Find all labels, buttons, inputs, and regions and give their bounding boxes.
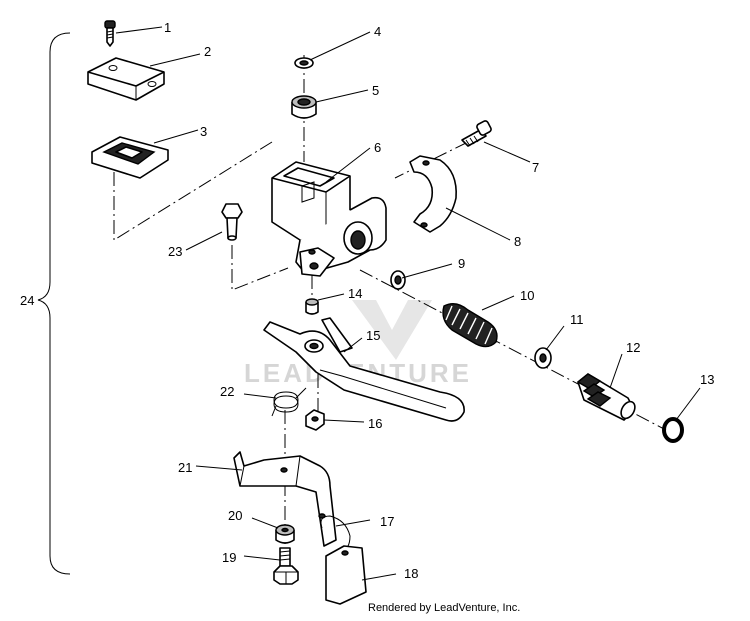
callout-13: 13 (700, 372, 714, 387)
bushing-part-5 (291, 95, 317, 119)
callout-8: 8 (514, 234, 521, 249)
callout-6: 6 (374, 140, 381, 155)
callout-7: 7 (532, 160, 539, 175)
master-cylinder-body-part-6 (271, 161, 387, 277)
brake-lever-part-15 (263, 317, 465, 422)
callout-numbers: 1 2 3 4 5 6 7 8 9 10 11 12 13 14 15 16 1… (20, 20, 714, 581)
callout-12: 12 (626, 340, 640, 355)
pivot-bolt-part-23 (221, 203, 243, 241)
spring-part-22 (271, 387, 307, 417)
callout-15: 15 (366, 328, 380, 343)
switch-bracket-part-21 (233, 451, 337, 547)
callout-17: 17 (380, 514, 394, 529)
callout-18: 18 (404, 566, 418, 581)
callout-14: 14 (348, 286, 362, 301)
callout-16: 16 (368, 416, 382, 431)
piston-part-12 (576, 373, 636, 421)
callout-3: 3 (200, 124, 207, 139)
callout-11: 11 (570, 312, 584, 327)
pivot-bushing-part-14 (305, 298, 319, 315)
handlebar-clamp-part-8 (409, 155, 457, 233)
leader-lines (115, 26, 701, 581)
callout-2: 2 (204, 44, 211, 59)
callout-1: 1 (164, 20, 171, 35)
callout-24: 24 (20, 293, 34, 308)
nut-part-16 (305, 409, 325, 431)
boot-part-10 (442, 303, 498, 348)
screw-part-1 (104, 20, 116, 47)
callout-4: 4 (374, 24, 381, 39)
reservoir-cover-part-2 (87, 57, 165, 101)
callout-10: 10 (520, 288, 534, 303)
tag-part-18 (325, 545, 367, 605)
diaphragm-part-3 (91, 136, 169, 179)
washer-part-20 (275, 524, 295, 544)
callout-5: 5 (372, 83, 379, 98)
callout-19: 19 (222, 550, 236, 565)
footer-credit: Rendered by LeadVenture, Inc. (368, 602, 521, 614)
screw-part-19 (273, 547, 299, 585)
o-ring-part-13 (662, 417, 684, 443)
assembly-bracket (37, 32, 71, 575)
callout-9: 9 (458, 256, 465, 271)
washer-part-4 (294, 57, 314, 69)
washer-part-9 (390, 270, 406, 290)
callout-23: 23 (168, 244, 182, 259)
callout-21: 21 (178, 460, 192, 475)
washer-part-11 (534, 347, 552, 369)
callout-20: 20 (228, 508, 242, 523)
callout-22: 22 (220, 384, 234, 399)
clamp-bolt-part-7 (461, 120, 492, 147)
